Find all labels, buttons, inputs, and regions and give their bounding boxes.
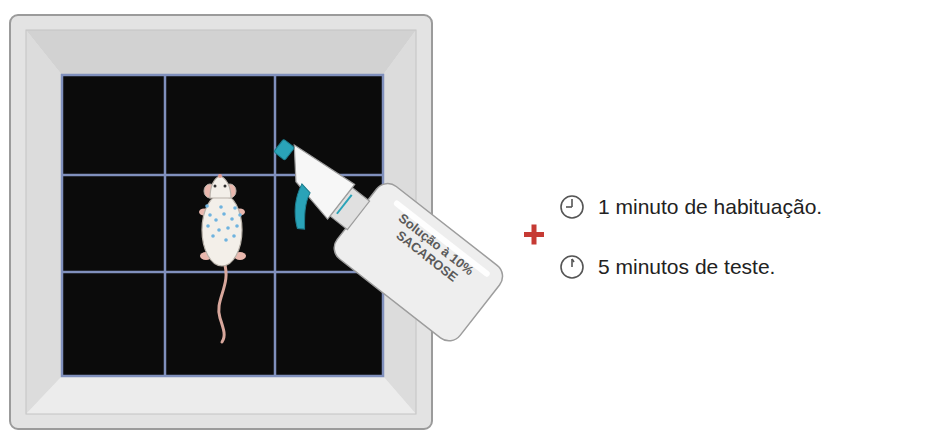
- spray-nozzle: [274, 139, 295, 160]
- clock-icon: [561, 256, 583, 278]
- mouse-illustration: [199, 174, 246, 342]
- step-text: 5 minutos de teste.: [598, 253, 933, 280]
- mouse-eye: [224, 185, 227, 188]
- arena-wall: [26, 30, 62, 414]
- arena-wall: [26, 376, 416, 414]
- mouse-tail: [219, 262, 226, 342]
- grid-line: [164, 75, 167, 376]
- arena-wall: [26, 30, 416, 75]
- step-text: 1 minuto de habituação.: [598, 193, 933, 220]
- mouse-nose: [218, 174, 222, 178]
- spray-tube: [337, 195, 352, 214]
- spray-trigger: [278, 184, 325, 232]
- grid-line: [62, 271, 383, 274]
- mouse-head: [210, 176, 231, 198]
- plus-symbol: [524, 225, 544, 245]
- mouse-eye: [214, 185, 217, 188]
- clock-icon: [561, 196, 583, 218]
- spray-bottle: [245, 114, 508, 348]
- sucrose-drops: [205, 204, 242, 242]
- arena-floor: [62, 75, 383, 376]
- bottle-body: [329, 178, 509, 347]
- mouse-body: [202, 194, 242, 266]
- grid-line: [274, 75, 277, 376]
